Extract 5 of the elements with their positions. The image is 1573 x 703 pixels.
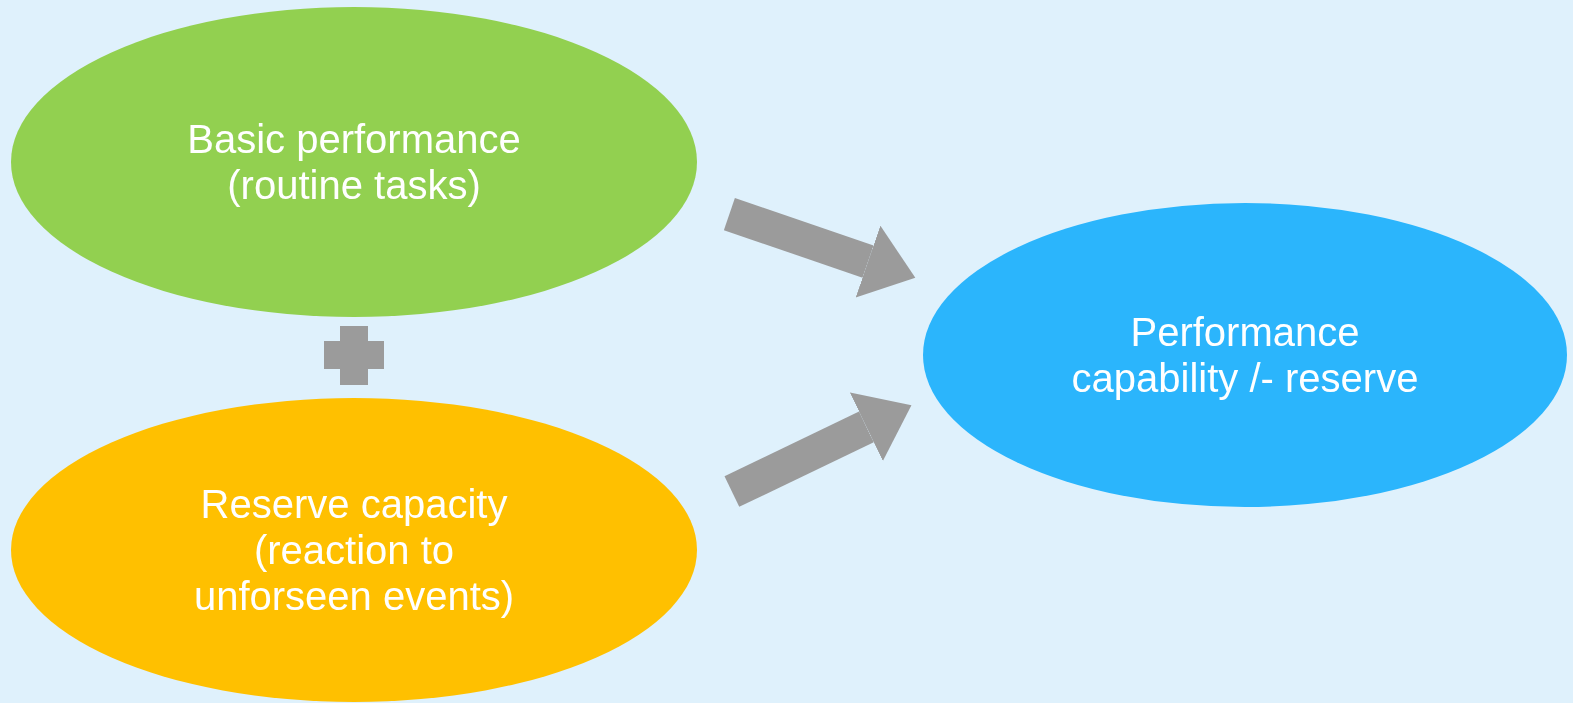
block-arrow (724, 392, 912, 507)
node-text: Basic performance (routine tasks) (186, 116, 522, 208)
block-arrow (723, 198, 916, 298)
node-text: Performance capability /- reserve (1070, 309, 1420, 401)
node-text: Reserve capacity (reaction to unforseen events) (192, 481, 516, 619)
